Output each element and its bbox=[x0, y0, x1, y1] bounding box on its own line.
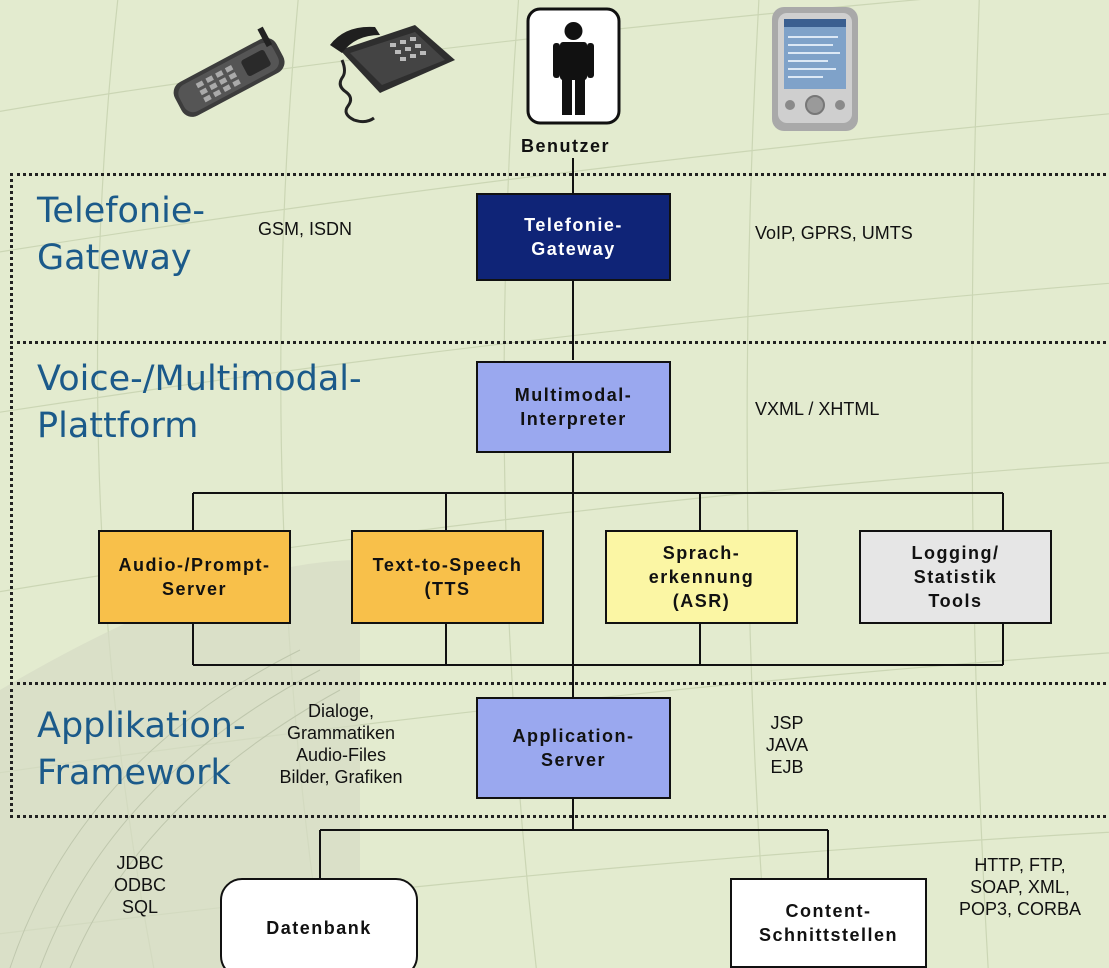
note-protocols: HTTP, FTP, SOAP, XML, POP3, CORBA bbox=[958, 855, 1082, 919]
pda-icon bbox=[772, 7, 858, 131]
note-jdbc-odbc-sql: JDBC ODBC SQL bbox=[113, 853, 166, 917]
multimodal-interpreter-box: Multimodal- Interpreter bbox=[476, 361, 671, 453]
layer-title-telefonie-gateway: Telefonie- Gateway bbox=[37, 191, 206, 278]
mobile-phone-icon bbox=[173, 26, 285, 117]
desk-phone-icon bbox=[330, 25, 455, 124]
note-dialoge-grammatiken: Dialoge, Grammatiken Audio-Files Bilder,… bbox=[279, 701, 403, 787]
note-gsm-isdn: GSM, ISDN bbox=[258, 219, 353, 239]
logging-statistik-tools-box: Logging/ Statistik Tools bbox=[859, 530, 1052, 624]
note-voip-gprs-umts: VoIP, GPRS, UMTS bbox=[755, 223, 913, 243]
application-server-box: Application- Server bbox=[476, 697, 671, 799]
text-to-speech-box: Text-to-Speech (TTS bbox=[351, 530, 544, 624]
spracherkennung-asr-box: Sprach- erkennung (ASR) bbox=[605, 530, 798, 624]
audio-prompt-server-box: Audio-/Prompt- Server bbox=[98, 530, 291, 624]
layer-title-voice-multimodal-plattform: Voice-/Multimodal- Plattform bbox=[37, 359, 362, 446]
layer-applikation-framework bbox=[10, 682, 1109, 818]
content-schnittstellen-box: Content- Schnittstellen bbox=[730, 878, 927, 968]
telefonie-gateway-box: Telefonie- Gateway bbox=[476, 193, 671, 281]
user-icon bbox=[526, 7, 621, 125]
layer-title-applikation-framework: Applikation- Framework bbox=[37, 706, 246, 793]
datenbank-box: Datenbank bbox=[220, 878, 418, 968]
note-jsp-java-ejb: JSP JAVA EJB bbox=[765, 713, 809, 777]
note-vxml-xhtml: VXML / XHTML bbox=[755, 399, 880, 419]
user-label: Benutzer bbox=[521, 136, 611, 156]
